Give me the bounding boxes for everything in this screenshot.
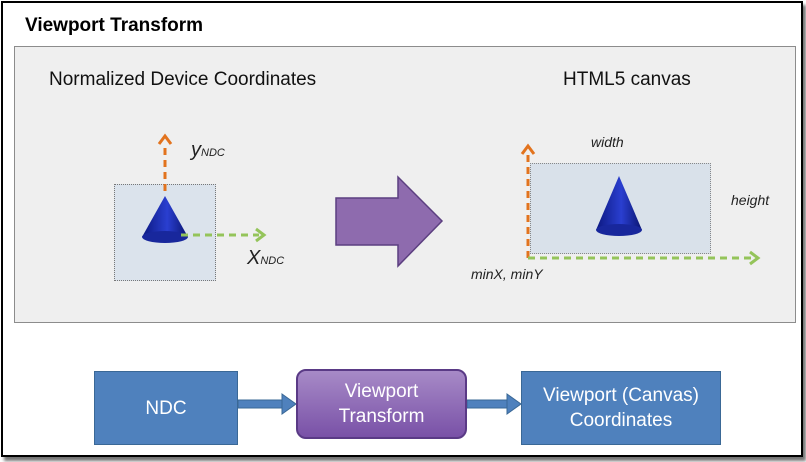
diagram-graphics [142, 133, 761, 268]
ndc-box: NDC [94, 371, 238, 445]
canvas-cone [596, 176, 642, 236]
flow-arrow-2 [466, 393, 522, 415]
y-ndc-label: yNDC [191, 139, 225, 161]
ndc-y-axis [157, 133, 173, 191]
flow-arrow-1 [237, 393, 297, 415]
viewport-coordinates-box: Viewport (Canvas) Coordinates [521, 371, 721, 445]
diagram-panel: Normalized Device Coordinates HTML5 canv… [14, 46, 796, 323]
ndc-cone [142, 196, 188, 243]
width-label: width [591, 134, 624, 150]
flow-connectors [237, 393, 522, 415]
ndc-heading: Normalized Device Coordinates [49, 69, 317, 90]
height-label: height [731, 192, 770, 208]
ndc-x-axis [181, 227, 267, 243]
x-ndc-label: XNDC [247, 247, 285, 269]
page-title: Viewport Transform [25, 15, 204, 36]
origin-label: minX, minY [471, 266, 543, 282]
canvas-x-axis [528, 250, 761, 266]
canvas-y-axis [520, 143, 536, 258]
transform-arrow [335, 175, 444, 268]
canvas-heading: HTML5 canvas [563, 69, 691, 90]
viewport-transform-box: Viewport Transform [296, 369, 467, 439]
